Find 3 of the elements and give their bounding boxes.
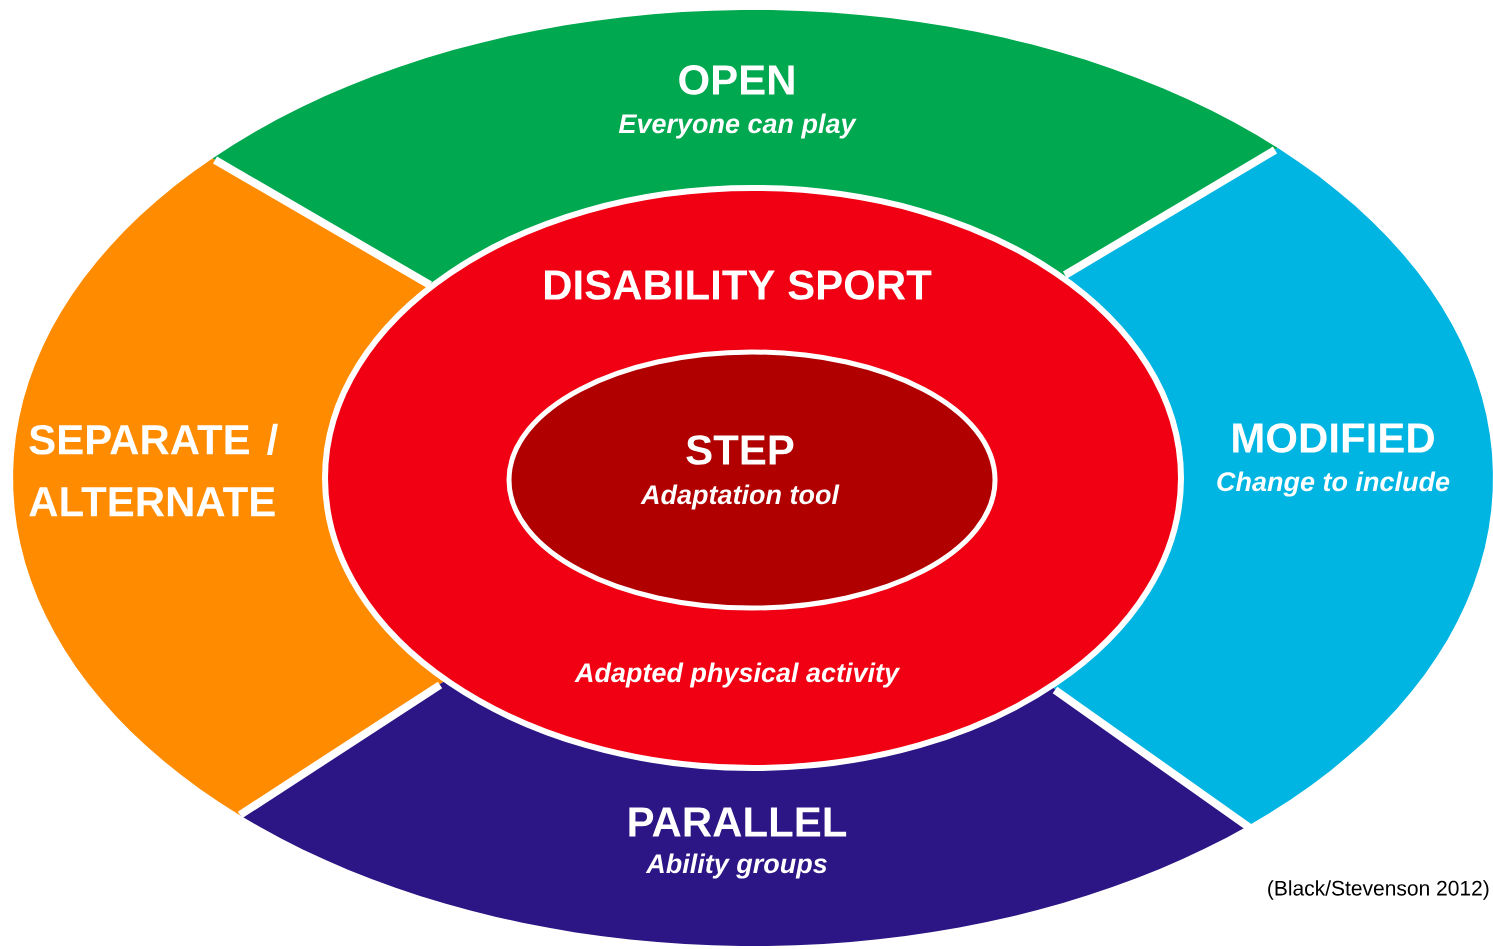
segment: SEPARATE / ALTERNATE [13,158,450,816]
citation: (Black/Stevenson 2012) [1268,880,1489,900]
segment: MODIFIED Change to include [1047,148,1493,827]
